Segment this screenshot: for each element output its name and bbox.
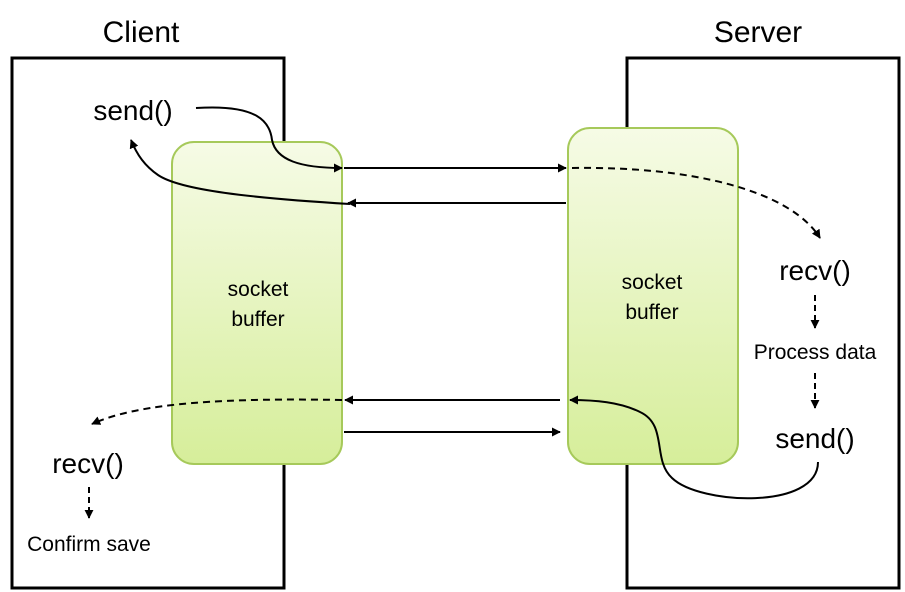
client-socket-buffer <box>171 141 343 465</box>
server-send-call: send() <box>775 423 854 454</box>
client-buffer-to-recv-arrow <box>91 398 343 425</box>
server-socket-buffer <box>567 127 739 465</box>
server-title: Server <box>714 16 802 49</box>
client-confirm-save: Confirm save <box>27 533 151 556</box>
client-recv-call: recv() <box>52 448 124 479</box>
client-buffer-label-line1: socket <box>228 278 289 301</box>
server-buffer-label-line1: socket <box>622 271 683 294</box>
server-send-to-buffer-arrow <box>569 395 819 500</box>
buffer-return-to-send-arrow <box>129 139 351 205</box>
server-process-data: Process data <box>754 341 877 364</box>
server-buffer-label-line2: buffer <box>625 301 678 324</box>
client-title: Client <box>103 16 180 49</box>
client-buffer-label-line2: buffer <box>231 308 284 331</box>
server-buffer-to-recv-arrow <box>571 166 821 239</box>
client-send-to-buffer-arrow <box>195 106 343 173</box>
client-send-call: send() <box>93 95 172 126</box>
server-recv-call: recv() <box>779 255 851 286</box>
